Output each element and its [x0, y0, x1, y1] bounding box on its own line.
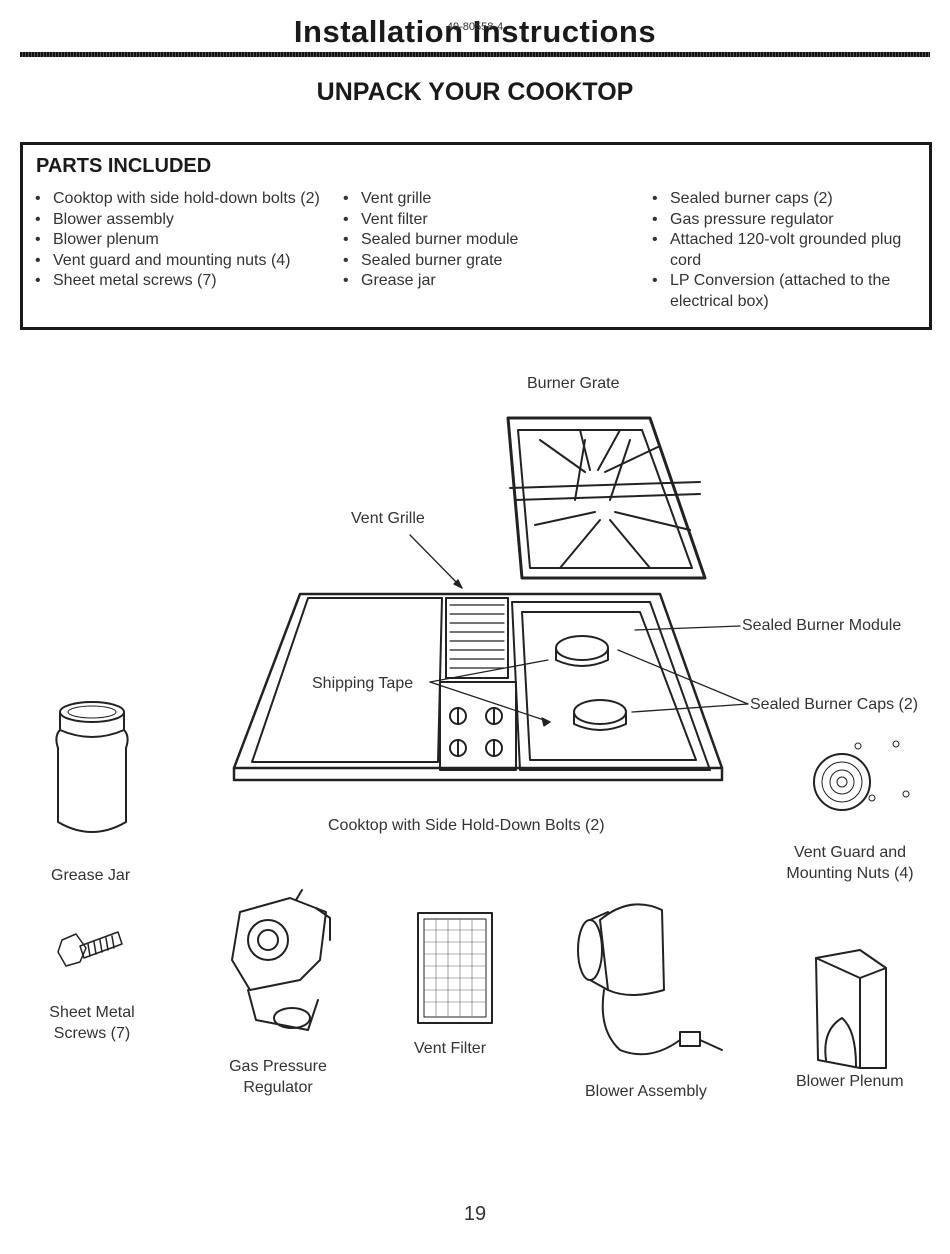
blower-plenum-illustration: [815, 949, 887, 1069]
vent-grille-label: Vent Grille: [351, 510, 425, 527]
page-number: 19: [463, 1203, 487, 1225]
list-item: Sealed burner grate: [341, 251, 621, 272]
vent-guard-label-line: Mounting Nuts (4): [786, 864, 914, 882]
sheet-metal-screw-illustration: [57, 931, 123, 967]
cooktop-illustration: [232, 592, 724, 782]
list-item: Vent grille: [341, 189, 621, 210]
list-item: Vent guard and mounting nuts (4): [33, 251, 333, 272]
gas-regulator-label-line: Regulator: [243, 1078, 313, 1096]
vent-guard-illustration: [813, 740, 910, 811]
burner-grate-label: Burner Grate: [527, 375, 620, 392]
sealed-burner-module-label: Sealed Burner Module: [742, 617, 902, 634]
sealed-burner-caps-label: Sealed Burner Caps (2): [750, 696, 919, 713]
gas-regulator-label: Gas Pressure Regulator: [208, 1057, 348, 1098]
vent-filter-label: Vent Filter: [414, 1040, 487, 1057]
list-item: Sheet metal screws (7): [33, 271, 333, 292]
header-rule: [20, 52, 930, 57]
list-item: LP Conversion (attached to the electrica…: [650, 271, 930, 312]
sheet-metal-screws-label-line: Screws (7): [53, 1024, 131, 1042]
list-item: Gas pressure regulator: [650, 210, 930, 231]
parts-list-column-3: Sealed burner caps (2) Gas pressure regu…: [650, 189, 930, 312]
vent-guard-label: Vent Guard and Mounting Nuts (4): [760, 843, 940, 884]
blower-plenum-label: Blower Plenum: [796, 1073, 904, 1090]
vent-guard-label-line: Vent Guard and: [793, 844, 907, 861]
cooktop-label: Cooktop with Side Hold-Down Bolts (2): [328, 817, 605, 834]
list-item: Blower assembly: [33, 210, 333, 231]
document-number: 49-80558-4: [446, 21, 504, 33]
grease-jar-label: Grease Jar: [51, 867, 131, 884]
list-item: Cooktop with side hold-down bolts (2): [33, 189, 333, 210]
list-item: Sealed burner module: [341, 230, 621, 251]
vent-filter-illustration: [417, 912, 493, 1024]
parts-list-column-2: Vent grille Vent filter Sealed burner mo…: [341, 189, 621, 292]
parts-list-column-1: Cooktop with side hold-down bolts (2) Bl…: [33, 189, 333, 292]
callout-lines: [409, 534, 749, 727]
burner-grate-illustration: [506, 416, 707, 580]
parts-included-box: [20, 142, 932, 330]
list-item: Blower plenum: [33, 230, 333, 251]
blower-assembly-label: Blower Assembly: [585, 1083, 707, 1100]
sheet-metal-screws-label-line: Sheet Metal: [49, 1004, 135, 1021]
page-header-title: Installation Instructions: [293, 14, 657, 49]
sheet-metal-screws-label: Sheet Metal Screws (7): [32, 1003, 152, 1044]
list-item: Sealed burner caps (2): [650, 189, 930, 210]
list-item: Grease jar: [341, 271, 621, 292]
grease-jar-illustration: [55, 701, 129, 833]
section-title: UNPACK YOUR COOKTOP: [316, 78, 634, 106]
gas-regulator-illustration: [231, 889, 331, 1031]
list-item: Attached 120-volt grounded plug cord: [650, 230, 930, 271]
parts-included-heading: PARTS INCLUDED: [36, 155, 212, 177]
gas-regulator-label-line: Gas Pressure: [229, 1058, 327, 1075]
blower-assembly-illustration: [577, 903, 723, 1056]
list-item: Vent filter: [341, 210, 621, 231]
shipping-tape-label: Shipping Tape: [310, 674, 416, 695]
